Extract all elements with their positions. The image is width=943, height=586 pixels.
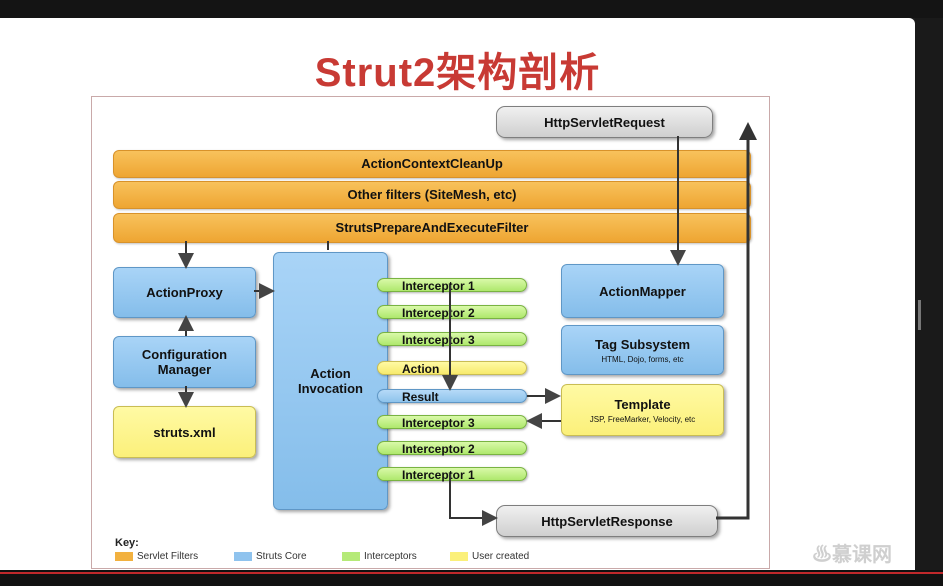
http-servlet-request-box: HttpServletRequest	[496, 106, 713, 138]
configuration-manager-box: Configuration Manager	[113, 336, 256, 388]
tag-subsystem-box: Tag Subsystem HTML, Dojo, forms, etc	[561, 325, 724, 375]
legend-label-servlet-filters: Servlet Filters	[137, 551, 199, 562]
action-mapper-label: ActionMapper	[599, 283, 686, 299]
legend-item-struts-core: Struts Core	[234, 551, 307, 562]
legend-label-interceptors: Interceptors	[364, 551, 417, 562]
resize-handle[interactable]	[918, 300, 921, 330]
progress-line	[0, 572, 943, 574]
watermark-logo: ♨慕课网	[812, 538, 892, 567]
tag-subsystem-detail: HTML, Dojo, forms, etc	[601, 354, 684, 364]
watermark-text: 慕课网	[832, 544, 892, 566]
legend-swatch-struts-core	[234, 551, 252, 561]
configuration-manager-label-1: Configuration	[141, 347, 228, 362]
filter-other-filters: Other filters (SiteMesh, etc)	[113, 181, 751, 209]
chain-action: Action	[377, 361, 527, 376]
template-detail: JSP, FreeMarker, Velocity, etc	[589, 414, 696, 424]
action-proxy-label: ActionProxy	[146, 285, 223, 300]
http-servlet-response-box: HttpServletResponse	[496, 505, 718, 537]
struts-xml-box: struts.xml	[113, 406, 256, 458]
http-servlet-response-label: HttpServletResponse	[541, 513, 673, 529]
legend-item-interceptors: Interceptors	[342, 551, 417, 562]
action-proxy-box: ActionProxy	[113, 267, 256, 318]
filter-struts-prepare-execute: StrutsPrepareAndExecuteFilter	[113, 213, 751, 243]
struts-xml-label: struts.xml	[153, 424, 216, 440]
top-dark-bar	[0, 0, 943, 18]
action-mapper-box: ActionMapper	[561, 264, 724, 318]
legend-swatch-interceptors	[342, 551, 360, 561]
configuration-manager-label-2: Manager	[157, 362, 212, 377]
bottom-bar	[0, 570, 943, 586]
chain-interceptor-2-in: Interceptor 2	[377, 305, 527, 320]
right-edge	[915, 18, 943, 570]
action-invocation-label-1: Action	[310, 366, 351, 381]
legend-label-struts-core: Struts Core	[256, 551, 307, 562]
chain-result: Result	[377, 389, 527, 404]
action-invocation-label-2: Invocation	[297, 381, 363, 396]
legend-item-servlet-filters: Servlet Filters	[115, 551, 198, 562]
legend-swatch-user-created	[450, 551, 468, 561]
legend-item-user-created: User created	[450, 551, 529, 562]
template-label: Template	[614, 396, 671, 412]
action-invocation-box: Action Invocation	[273, 252, 388, 510]
http-servlet-request-label: HttpServletRequest	[544, 114, 665, 130]
tag-subsystem-label: Tag Subsystem	[594, 336, 691, 352]
flame-icon: ♨	[812, 544, 832, 566]
template-box: Template JSP, FreeMarker, Velocity, etc	[561, 384, 724, 436]
filter-action-context-cleanup: ActionContextCleanUp	[113, 150, 751, 178]
slide-title: Strut2架构剖析	[314, 51, 601, 95]
legend-title: Key:	[115, 537, 139, 549]
legend-label-user-created: User created	[472, 551, 530, 562]
chain-interceptor-3-out: Interceptor 3	[377, 415, 527, 430]
chain-interceptor-2-out: Interceptor 2	[377, 441, 527, 456]
chain-interceptor-1-out: Interceptor 1	[377, 467, 527, 482]
chain-interceptor-3-in: Interceptor 3	[377, 332, 527, 347]
chain-interceptor-1-in: Interceptor 1	[377, 278, 527, 293]
legend-swatch-servlet-filters	[115, 551, 133, 561]
